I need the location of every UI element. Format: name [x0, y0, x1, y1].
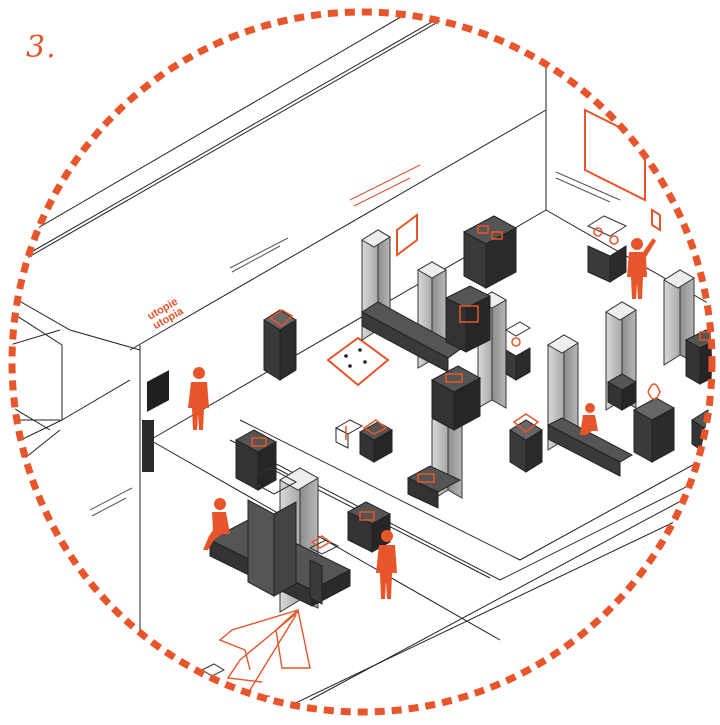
- pillar-icon: [663, 269, 695, 366]
- display-case-icon: [632, 383, 676, 463]
- dashed-circle-frame: [8, 8, 716, 716]
- wall-frames: [396, 108, 661, 257]
- display-case-icon: [505, 321, 531, 381]
- frame-icon: [584, 108, 646, 202]
- person-seated-icon: [580, 403, 598, 435]
- display-case-icon: [406, 465, 462, 509]
- text-panel: [147, 370, 169, 412]
- display-case-icon: [246, 467, 298, 597]
- display-case-icon: [263, 309, 297, 381]
- display-case-icon: [444, 285, 492, 353]
- left-wall-case: [142, 420, 154, 472]
- display-case-icon: [234, 429, 278, 491]
- person-standing-icon: [627, 238, 656, 299]
- display-case-icon: [334, 419, 364, 449]
- display-case-icon: [462, 215, 518, 289]
- floor-frame: [326, 336, 390, 387]
- person-standing-icon: [188, 367, 209, 430]
- frame-icon: [396, 213, 418, 257]
- frame-icon: [651, 208, 661, 232]
- person-seated-icon: [203, 498, 230, 550]
- display-case-icon: [308, 535, 340, 605]
- visitors: [188, 238, 656, 599]
- display-case-icon: [346, 501, 392, 553]
- display-case-icon: [606, 373, 638, 411]
- wall-texts: [89, 171, 621, 517]
- display-cases: [200, 215, 712, 691]
- display-case-icon: [430, 365, 482, 431]
- display-case-icon: [509, 413, 543, 473]
- display-case-icon: [586, 215, 628, 283]
- wall-text-accent: [349, 164, 421, 207]
- person-standing-icon: [376, 530, 397, 599]
- wall-logo: utopie utopia: [146, 296, 187, 332]
- step-number: 3.: [26, 30, 57, 65]
- display-case-icon: [358, 419, 394, 463]
